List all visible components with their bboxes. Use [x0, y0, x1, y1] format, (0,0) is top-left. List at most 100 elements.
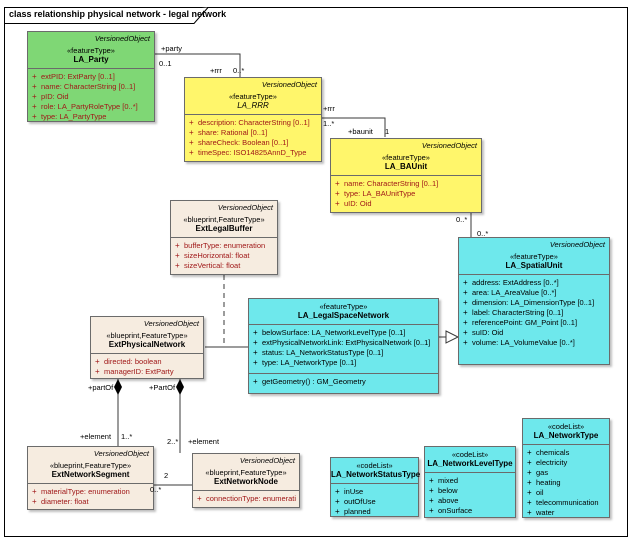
- compartment-divider: [459, 274, 609, 275]
- literal-text: onSurface: [438, 506, 473, 515]
- attribute-list: +materialType: enumeration +diameter: fl…: [28, 484, 153, 509]
- class-la-party[interactable]: VersionedObject «featureType» LA_Party +…: [27, 31, 155, 122]
- public-marker: +: [463, 288, 468, 297]
- attribute-text: name: CharacterString [0..1]: [41, 82, 136, 91]
- attribute-text: suID: Oid: [472, 328, 504, 337]
- title-tab-outline: [4, 7, 209, 24]
- class-la-networktype[interactable]: «codeList» LA_NetworkType +chemicals +el…: [522, 418, 610, 518]
- class-la-legalspacenetwork[interactable]: «featureType» LA_LegalSpaceNetwork +belo…: [248, 298, 439, 394]
- role-label-rrr-a: +rrr: [210, 66, 222, 75]
- attribute-text: extPhysicalNetworkLink: ExtPhysicalNetwo…: [262, 338, 431, 347]
- public-marker: +: [463, 338, 468, 347]
- attribute-text: description: CharacterString [0..1]: [198, 118, 310, 127]
- multiplicity-rrr-b: 1..*: [323, 119, 335, 128]
- literal-row: +above: [429, 496, 512, 506]
- multiplicity-element-b: 2..*: [167, 437, 179, 446]
- literal-row: +oil: [527, 488, 606, 498]
- public-marker: +: [335, 487, 340, 496]
- public-marker: +: [463, 278, 468, 287]
- attribute-text: label: CharacterString [0..1]: [472, 308, 564, 317]
- supertype-label: VersionedObject: [143, 319, 199, 328]
- literal-text: below: [438, 486, 458, 495]
- attribute-row: +connectionType: enumeration: [197, 494, 296, 504]
- public-marker: +: [253, 358, 258, 367]
- class-la-networkstatustype[interactable]: «codeList» LA_NetworkStatusType +inUse +…: [330, 457, 421, 517]
- connector-rrr-baunit: [320, 117, 386, 137]
- attribute-row: +extPID: ExtParty [0..1]: [32, 72, 151, 82]
- role-label-partof-b: +PartOf: [149, 383, 176, 392]
- compartment-divider: [523, 444, 609, 445]
- attribute-row: +pID: Oid: [32, 92, 151, 102]
- public-marker: +: [32, 82, 37, 91]
- public-marker: +: [527, 488, 532, 497]
- class-la-rrr[interactable]: VersionedObject «featureType» LA_RRR +de…: [184, 77, 322, 162]
- compartment-divider: [28, 483, 153, 484]
- public-marker: +: [253, 348, 258, 357]
- class-extnetworksegment[interactable]: VersionedObject «blueprint,FeatureType» …: [27, 446, 154, 510]
- attribute-text: status: LA_NetworkStatusType [0..1]: [262, 348, 384, 357]
- literal-row: +onSurface: [429, 506, 512, 516]
- public-marker: +: [32, 112, 37, 121]
- public-marker: +: [189, 118, 194, 127]
- public-marker: +: [527, 498, 532, 507]
- compartment-divider: [331, 175, 481, 176]
- class-la-networkleveltype[interactable]: «codeList» LA_NetworkLevelType +mixed +b…: [424, 446, 516, 518]
- public-marker: +: [527, 478, 532, 487]
- attribute-row: +managerID: ExtParty: [95, 367, 200, 377]
- public-marker: +: [197, 494, 202, 503]
- attribute-row: +address: ExtAddress [0..*]: [463, 278, 606, 288]
- class-name: LA_NetworkStatusType: [331, 470, 421, 479]
- supertype-label: VersionedObject: [93, 449, 149, 458]
- stereotype-label: «codeList»: [547, 422, 585, 431]
- attribute-text: name: CharacterString [0..1]: [344, 179, 439, 188]
- supertype-label: VersionedObject: [94, 34, 150, 43]
- diagram-frame: [4, 7, 628, 537]
- class-name: ExtNetworkSegment: [51, 470, 130, 479]
- stereotype-label: «codeList»: [451, 450, 489, 459]
- literal-text: inUse: [344, 487, 364, 496]
- multiplicity-baunit: 1: [385, 127, 390, 136]
- class-name: LA_Party: [73, 55, 109, 64]
- attribute-text: type: LA_NetworkType [0..1]: [262, 358, 357, 367]
- attribute-row: +timeSpec: ISO14825AnnD_Type: [189, 148, 318, 158]
- compartment-divider: [425, 472, 515, 473]
- class-extlegalbuffer[interactable]: VersionedObject «blueprint,FeatureType» …: [170, 200, 278, 275]
- composition-diamond-segment: [114, 379, 122, 395]
- attribute-text: belowSurface: LA_NetworkLevelType [0..1]: [262, 328, 406, 337]
- attribute-text: role: LA_PartyRoleType [0..*]: [41, 102, 138, 111]
- attribute-row: +type: LA_BAUnitType: [335, 189, 478, 199]
- attribute-row: +diameter: float: [32, 497, 150, 507]
- generalization-arrowhead: [445, 330, 460, 344]
- class-extphysicalnetwork[interactable]: VersionedObject «blueprint,FeatureType» …: [90, 316, 204, 379]
- operation-text: getGeometry() : GM_Geometry: [262, 377, 366, 386]
- class-extnetworknode[interactable]: VersionedObject «blueprint,FeatureType» …: [192, 453, 300, 508]
- stereotype-label: «featureType»: [67, 46, 115, 55]
- public-marker: +: [253, 338, 258, 347]
- stereotype-label: «blueprint,FeatureType»: [183, 215, 265, 224]
- attribute-row: +share: Rational [0..1]: [189, 128, 318, 138]
- literal-row: +water: [527, 508, 606, 518]
- attribute-text: shareCheck: Boolean [0..1]: [198, 138, 289, 147]
- connector-party-rrr: [154, 53, 241, 77]
- multiplicity-segment-node-a: 2: [164, 471, 169, 480]
- attribute-list: +extPID: ExtParty [0..1] + name: Characte…: [28, 69, 154, 124]
- literal-list: +chemicals +electricity +gas +heating +o…: [523, 445, 609, 520]
- public-marker: +: [429, 476, 434, 485]
- class-la-spatialunit[interactable]: VersionedObject «featureType» LA_Spatial…: [458, 237, 610, 365]
- attribute-row: +suID: Oid: [463, 328, 606, 338]
- public-marker: +: [527, 508, 532, 517]
- public-marker: +: [175, 241, 180, 250]
- attribute-text: uID: Oid: [344, 199, 372, 208]
- diagram-title: class relationship physical network - le…: [9, 9, 227, 19]
- compartment-divider: [249, 373, 438, 374]
- public-marker: +: [253, 377, 258, 386]
- class-la-baunit[interactable]: VersionedObject «featureType» LA_BAUnit …: [330, 138, 482, 213]
- compartment-divider: [331, 483, 418, 484]
- role-label-partof-a: +partOf: [88, 383, 114, 392]
- stereotype-label: «featureType»: [382, 153, 430, 162]
- compartment-divider: [28, 68, 154, 69]
- attribute-list: +bufferType: enumeration +sizeHorizontal…: [171, 238, 277, 273]
- attribute-text: type: LA_PartyType: [41, 112, 107, 121]
- class-name: ExtPhysicalNetwork: [108, 340, 186, 349]
